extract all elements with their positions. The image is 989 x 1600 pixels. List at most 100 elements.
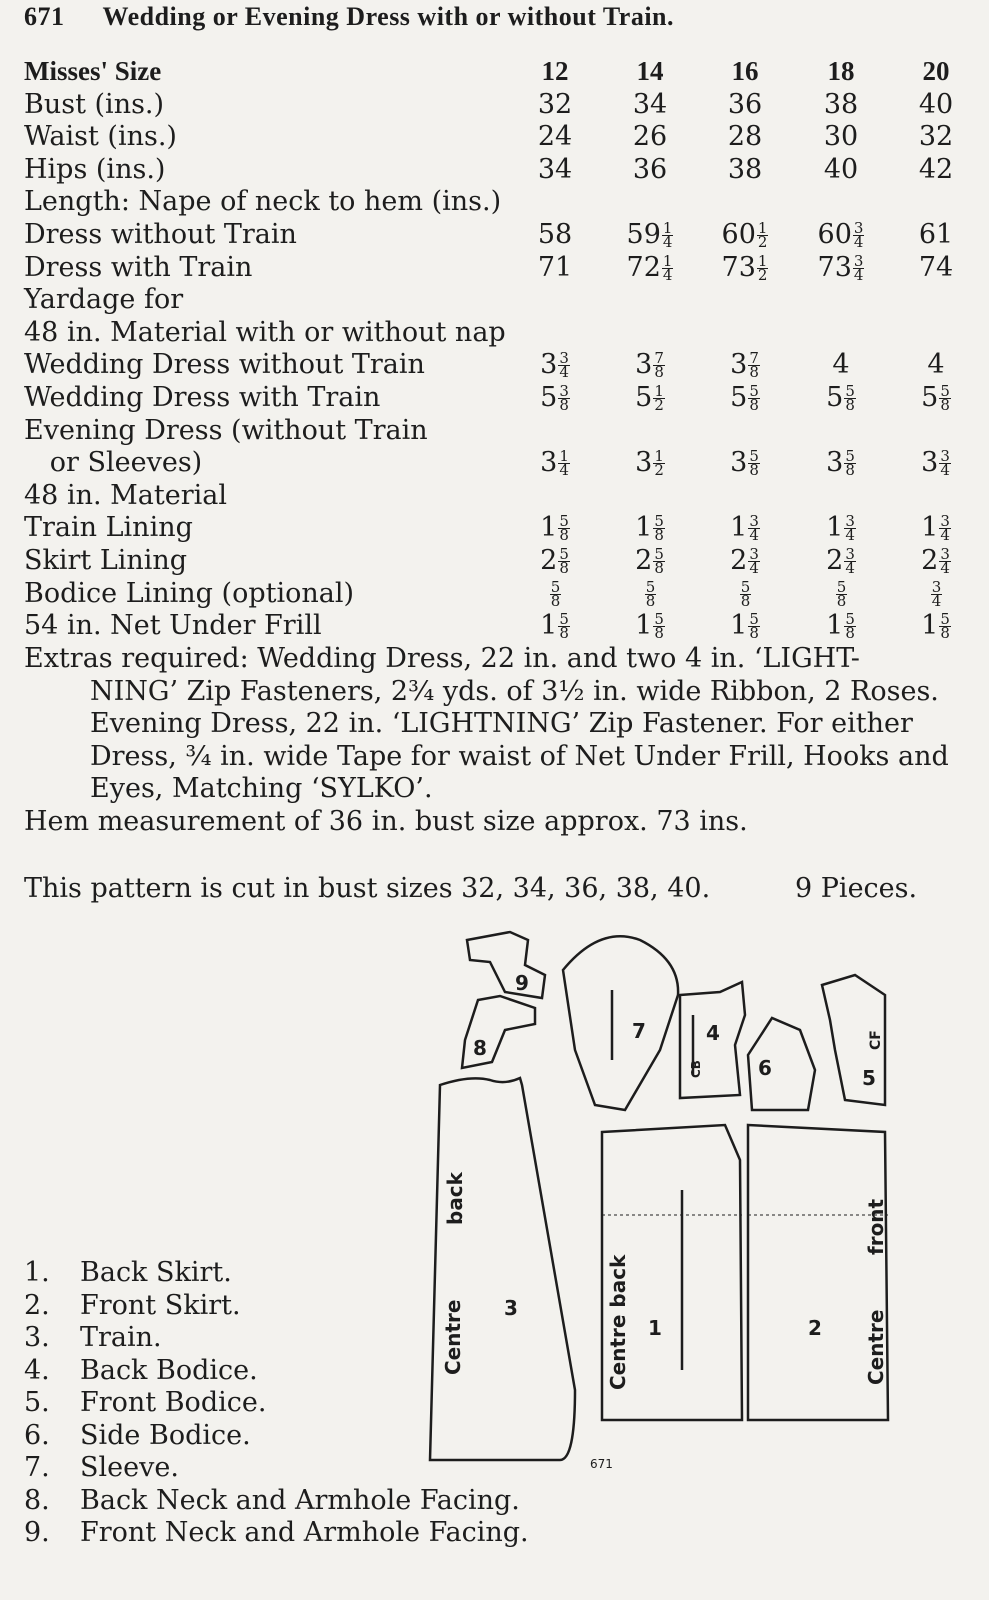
denominator: 4: [662, 265, 673, 284]
pattern-pieces-diagram: 9 8 7 4 6 5 3 1 2 back Centre Centre bac…: [428, 930, 890, 1471]
piece-label: 6: [758, 1056, 772, 1080]
denominator: 8: [654, 526, 664, 545]
whole-number: 28: [727, 121, 763, 153]
centre-front-label: Centre: [864, 1310, 888, 1385]
table-cell: 12: [510, 55, 600, 88]
whole-number: 3: [730, 349, 748, 381]
whole-number: 3: [826, 447, 844, 479]
whole-number: 12: [541, 56, 569, 86]
whole-number: 5: [635, 382, 653, 413]
piece-number: 2.: [24, 1289, 50, 1321]
numerator: 5: [739, 577, 752, 596]
table-cell: 38: [796, 88, 886, 121]
numerator: 5: [549, 577, 562, 596]
table-cell: 40: [891, 88, 981, 121]
whole-number: 60: [817, 219, 852, 250]
table-cell: 38: [700, 153, 790, 186]
whole-number: 2: [730, 545, 748, 576]
piece-label: 1: [648, 1316, 662, 1340]
list-item: 2. Front Skirt.: [24, 1290, 529, 1323]
denominator: 4: [853, 265, 864, 284]
whole-number: 1: [540, 610, 558, 642]
denominator: 8: [654, 559, 664, 577]
piece-name: Front Skirt.: [80, 1289, 241, 1321]
whole-number: 5: [540, 382, 558, 413]
table-cell: 74: [891, 251, 981, 284]
piece-3-shape: [428, 1076, 577, 1462]
row-label: Yardage for: [24, 284, 184, 316]
row-label: Dress without Train: [24, 219, 297, 250]
piece-label: 2: [808, 1316, 822, 1340]
piece-label: 4: [706, 1021, 720, 1045]
whole-number: 5: [921, 382, 939, 413]
denominator: 4: [845, 559, 855, 577]
piece-2-shape: [746, 1123, 890, 1422]
piece-label: 5: [862, 1066, 876, 1090]
whole-number: 38: [727, 153, 763, 185]
numerator: 1: [661, 251, 674, 270]
pieces-list: 1.Back Skirt. 2.Front Skirt. 3.Train. 4.…: [24, 1257, 529, 1550]
denominator: 2: [654, 461, 664, 480]
list-item: 8.Back Neck and Armhole Facing.: [24, 1485, 529, 1518]
numerator: 3: [748, 545, 760, 563]
whole-number: 1: [921, 512, 939, 544]
piece-label: 3: [504, 1296, 518, 1320]
piece-label: 9: [515, 971, 529, 995]
table-cell: 28: [700, 120, 790, 153]
whole-number: 34: [537, 153, 573, 185]
pattern-number: 671: [24, 2, 65, 31]
row-label: Bust (ins.): [24, 88, 165, 120]
denominator: 4: [940, 526, 950, 545]
whole-number: 1: [826, 610, 844, 642]
piece-5-shape: [820, 973, 887, 1107]
table-cell: 16: [700, 55, 790, 88]
table-cell: 34: [605, 88, 695, 121]
whole-number: 3: [921, 447, 939, 479]
whole-number: 74: [918, 251, 954, 283]
whole-number: 1: [921, 610, 939, 642]
row-label: Length: Nape of neck to hem (ins.): [24, 186, 502, 218]
table-cell: 36: [700, 88, 790, 121]
piece-4-shape: [678, 980, 747, 1100]
numerator: 5: [939, 610, 951, 629]
piece-number: 3.: [24, 1322, 50, 1353]
piece-9-shape: [465, 930, 547, 1000]
denominator: 4: [940, 559, 950, 577]
piece-8-shape: [460, 994, 537, 1070]
denominator: 8: [550, 591, 561, 610]
whole-number: 36: [727, 88, 763, 120]
piece-1-shape: [600, 1123, 744, 1422]
whole-number: 1: [826, 512, 844, 544]
extras-line: Evening Dress, 22 in. ‘LIGHTNING’ Zip Fa…: [90, 708, 913, 739]
numerator: 3: [844, 545, 856, 563]
extras-line: Dress, ¾ in. wide Tape for waist of Net …: [90, 740, 949, 772]
numerator: 1: [661, 219, 674, 237]
whole-number: 5: [730, 382, 748, 413]
whole-number: 40: [918, 88, 954, 120]
denominator: 8: [845, 624, 855, 643]
whole-number: 36: [632, 153, 668, 185]
piece-name: Side Bodice.: [80, 1419, 251, 1451]
